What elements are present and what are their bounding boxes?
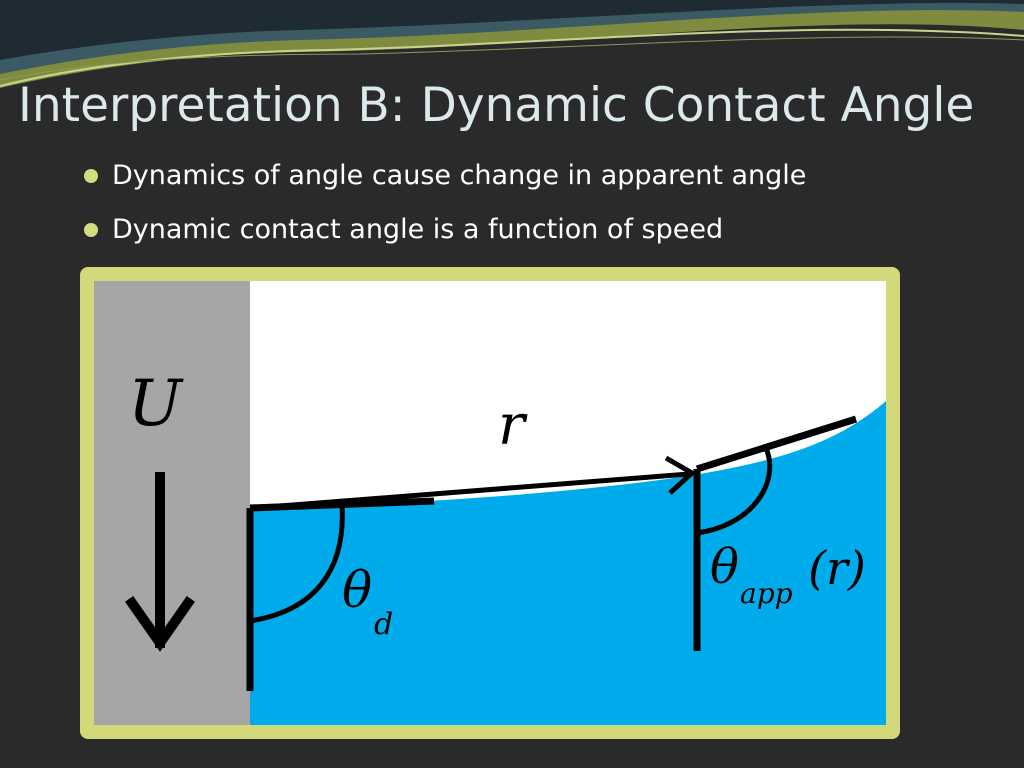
bullet-item: Dynamics of angle cause change in appare…: [84, 158, 806, 212]
contact-angle-diagram: [94, 281, 886, 725]
velocity-label: U: [128, 367, 182, 441]
slide-title: Interpretation B: Dynamic Contact Angle: [18, 78, 975, 133]
bullet-list: Dynamics of angle cause change in appare…: [84, 158, 806, 266]
apparent-angle-argument: (r): [808, 541, 866, 595]
moving-wall: [94, 281, 250, 725]
figure-frame: U r θ d θ app (r): [80, 267, 900, 739]
dynamic-angle-subscript: d: [374, 607, 394, 642]
bullet-icon: [84, 223, 98, 237]
distance-arrow-head: [664, 455, 697, 495]
liquid-region: [250, 401, 886, 725]
apparent-tangent-line: [695, 415, 858, 473]
distance-label: r: [498, 393, 525, 458]
dynamic-angle-symbol: θ: [342, 561, 373, 619]
bullet-icon: [84, 169, 98, 183]
bullet-item: Dynamic contact angle is a function of s…: [84, 212, 806, 266]
apparent-angle-symbol: θ: [710, 539, 739, 595]
apparent-angle-subscript: app: [740, 577, 793, 610]
apparent-angle-arc: [696, 447, 773, 536]
header-decoration: [0, 0, 1024, 88]
down-arrow-icon: [125, 472, 195, 652]
distance-arrow-shaft: [253, 471, 690, 511]
bullet-text: Dynamics of angle cause change in appare…: [112, 160, 807, 191]
dynamic-angle-arc: [249, 504, 345, 624]
bullet-text: Dynamic contact angle is a function of s…: [112, 214, 724, 245]
